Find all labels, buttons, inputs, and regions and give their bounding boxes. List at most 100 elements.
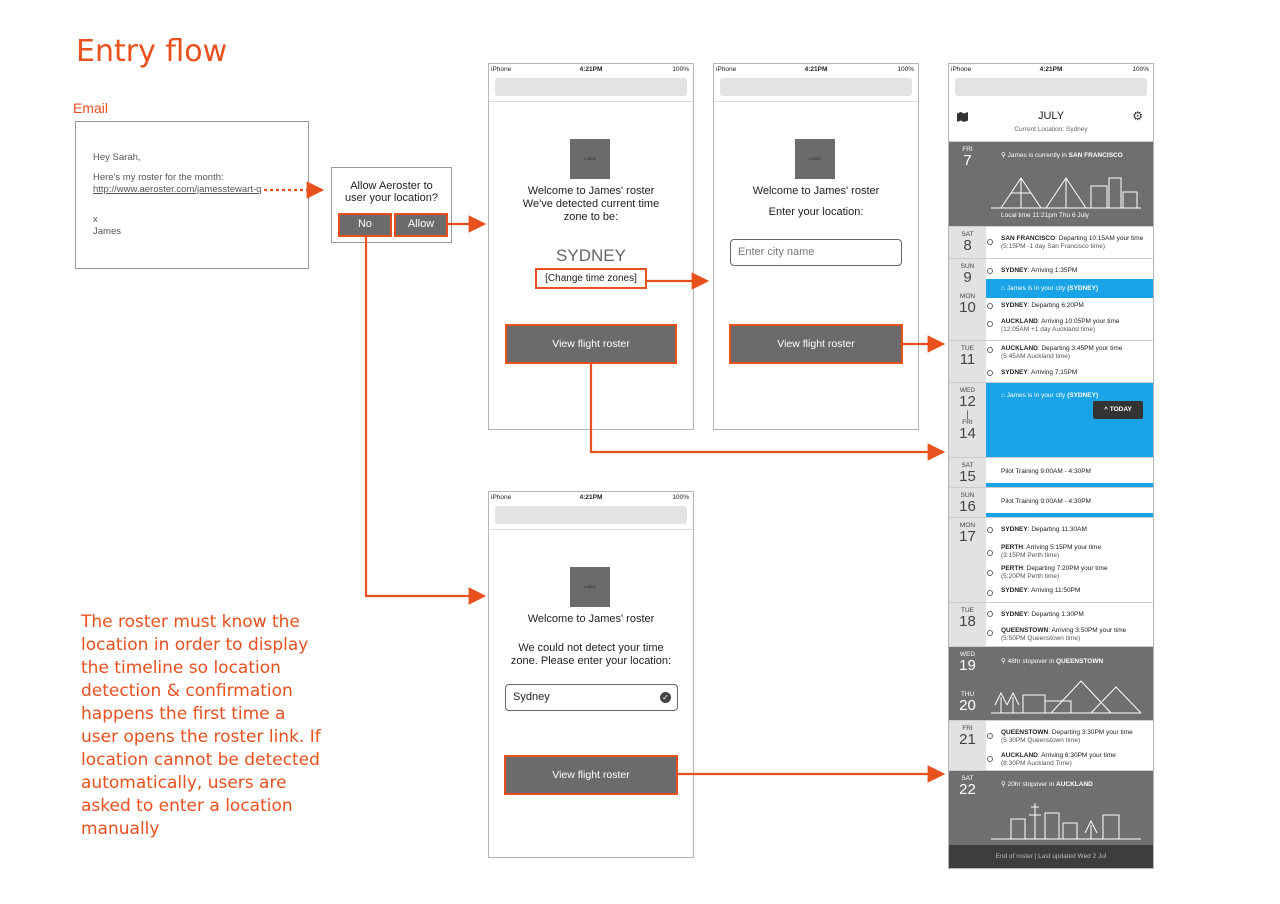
detected-city: SYDNEY [556, 246, 626, 265]
clock: 4:21PM [804, 66, 828, 73]
email-line: Here's my roster for the month: [93, 172, 224, 183]
gear-icon[interactable]: ⚙ [1132, 109, 1143, 123]
flight-event: PERTH: Arriving 5:15PM your time(3:15PM … [1001, 544, 1102, 559]
timeline-dot [987, 570, 993, 576]
day-number: 21 [959, 731, 976, 748]
view-flight-roster-button[interactable]: View flight roster [505, 324, 677, 364]
no-button[interactable]: No [338, 213, 392, 237]
carrier-label: iPhone [491, 494, 512, 501]
flight-event: AUCKLAND: Arriving 10:05PM your time(12:… [1001, 318, 1120, 333]
email-label: Email [73, 100, 109, 116]
url-bar[interactable] [495, 506, 687, 524]
timeline-dot [987, 347, 993, 353]
map-icon[interactable] [957, 112, 968, 122]
arrow-detected-to-roster [589, 364, 946, 461]
day-number: 9 [963, 269, 972, 286]
day-weekday: TUE [961, 345, 974, 352]
allow-button[interactable]: Allow [394, 213, 448, 237]
flight-event: QUEENSTOWN: Departing 3:30PM your time(5… [1001, 729, 1133, 744]
day-weekday: SAT [961, 775, 974, 782]
range-separator: | [966, 409, 969, 419]
email-greeting: Hey Sarah, [93, 152, 141, 163]
checkmark-icon: ✓ [660, 692, 671, 703]
divider [489, 529, 693, 530]
location-input[interactable]: Sydney ✓ [505, 684, 678, 711]
today-button[interactable]: ^ TODAY [1093, 401, 1143, 419]
enter-location-prompt: Enter your location: [768, 206, 864, 218]
day-weekday: FRI [962, 146, 973, 153]
day-wed-19-thu-20[interactable]: WED 19 THU 20 ⚲ 48hr stopover in QUEENST… [949, 646, 1153, 720]
stopover-status: ⚲ 20hr stopover in AUCKLAND [1001, 781, 1093, 788]
not-detected-text: We could not detect your time [518, 642, 664, 654]
status-bar: iPhone 4:21PM 100% [949, 64, 1153, 76]
timeline-dot [987, 370, 993, 376]
flight-event: AUCKLAND: Departing 3:45PM your time(5:4… [1001, 345, 1123, 360]
flight-event: QUEENSTOWN: Arriving 3:50PM your time(5:… [1001, 627, 1127, 642]
day-number: 14 [959, 425, 976, 442]
page-title: Entry flow [76, 34, 228, 69]
day-number: 22 [959, 781, 976, 798]
timeline-dot [987, 527, 993, 533]
day-number: 11 [959, 351, 976, 368]
in-your-city-block: ⌂ James is in your city (SYDNEY) ^ TODAY [986, 383, 1153, 458]
day-weekday: FRI [962, 419, 973, 426]
local-time: Local time 11:21pm Thu 6 July [1001, 212, 1089, 219]
divider [489, 101, 693, 102]
arrow-no-to-notdetected [364, 237, 487, 605]
email-sign-x: x [93, 214, 98, 225]
url-bar[interactable] [495, 78, 687, 96]
in-city-strip [986, 483, 1153, 487]
carrier-label: iPhone [951, 66, 972, 73]
flight-event: SYDNEY: Departing 6:20PM [1001, 302, 1084, 309]
email-mockup: Hey Sarah, Here's my roster for the mont… [75, 121, 309, 269]
day-weekday: WED [959, 387, 976, 394]
welcome-text: Welcome to James' roster [527, 613, 655, 625]
battery-level: 100% [897, 66, 914, 73]
url-bar[interactable] [955, 78, 1147, 96]
day-weekday: MON [959, 293, 976, 300]
day-weekday: SUN [960, 263, 975, 270]
timeline-dot [987, 268, 993, 274]
san-francisco-skyline-icon [991, 177, 1141, 209]
battery-level: 100% [672, 66, 689, 73]
day-number: 16 [959, 498, 976, 515]
view-flight-roster-button[interactable]: View flight roster [504, 755, 678, 795]
change-timezone-link[interactable]: [Change time zones] [535, 268, 647, 289]
roster-footer: End of roster | Last updated Wed 2 Jul [949, 845, 1153, 868]
phone-location-not-detected: iPhone 4:21PM 100% LOGO Welcome to James… [488, 491, 694, 858]
city-name-input[interactable]: Enter city name [730, 239, 902, 266]
not-detected-text-2: zone. Please enter your location: [510, 655, 672, 667]
day-wed-12-fri-14[interactable]: WED 12 | FRI 14 ⌂ James is in your city … [949, 382, 1153, 458]
logo-placeholder: LOGO [570, 567, 610, 607]
flight-event: SYDNEY: Departing 1:30PM [1001, 611, 1084, 618]
stopover-status: ⚲ 48hr stopover in QUEENSTOWN [1001, 658, 1104, 665]
url-bar[interactable] [720, 78, 912, 96]
clock: 4:21PM [579, 66, 603, 73]
battery-level: 100% [1132, 66, 1149, 73]
roster-link[interactable]: http://www.aeroster.com/jamesstewart-q [93, 184, 262, 195]
day-weekday: FRI [962, 725, 973, 732]
detected-text: We've detected current time [522, 198, 660, 210]
view-flight-roster-button[interactable]: View flight roster [729, 324, 903, 364]
welcome-text: Welcome to James' roster [752, 185, 880, 197]
day-number: 10 [959, 299, 976, 316]
current-location: Current Location: Sydney [1014, 126, 1088, 133]
flight-event: PERTH: Departing 7:20PM your time(5:20PM… [1001, 565, 1108, 580]
day-weekday: TUE [961, 607, 974, 614]
in-your-city-banner: ⌂ James is in your city (SYDNEY) [986, 279, 1153, 298]
clock: 4:21PM [1039, 66, 1063, 73]
welcome-text: Welcome to James' roster [527, 185, 655, 197]
carrier-label: iPhone [491, 66, 512, 73]
